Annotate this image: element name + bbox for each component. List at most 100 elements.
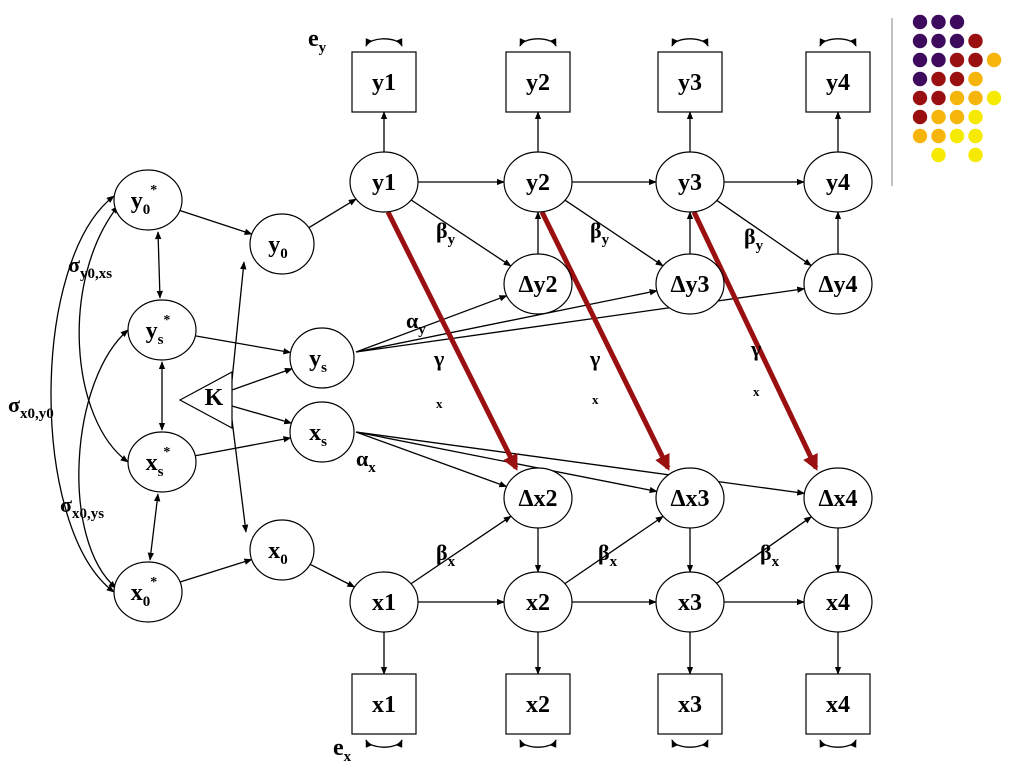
node-label-obs-x2: x2 — [526, 692, 550, 718]
beta-y-label-2: βy — [590, 218, 610, 248]
dot — [968, 33, 983, 49]
svg-text:βx: βx — [598, 540, 618, 570]
dot — [912, 128, 928, 144]
node-label-lat-x2: x2 — [526, 590, 550, 616]
dot — [912, 90, 928, 106]
node-dy3: Δy3 — [655, 253, 725, 315]
node-label-lat-y2: y2 — [526, 170, 550, 196]
arrow-f-x0-star-to-f-x0 — [179, 558, 253, 583]
node-lat-x3: x3 — [655, 571, 725, 633]
node-dy2: Δy2 — [503, 253, 573, 315]
node-label-lat-y1: y1 — [372, 170, 396, 196]
arrow-ys-to-dy2 — [355, 295, 508, 353]
path-arrows — [179, 111, 842, 675]
dot — [949, 33, 965, 49]
node-label-obs-x4: x4 — [826, 692, 850, 718]
node-label-obs-y1: y1 — [372, 70, 396, 96]
sigma-y0-xs-label: σy0,xs — [68, 252, 112, 282]
node-label-f-x0-star: x0* — [131, 575, 158, 610]
cov-x0-ys — [78, 329, 129, 589]
node-dx4: Δx4 — [803, 467, 873, 529]
beta-x-label-1: βx — [436, 540, 456, 570]
node-lat-y3: y3 — [655, 151, 725, 213]
error-loop-x1 — [365, 739, 403, 748]
node-label-obs-x3: x3 — [678, 692, 702, 718]
node-label-obs-y4: y4 — [826, 70, 850, 96]
gamma-arrow-lat-y3-to-dx4 — [691, 210, 819, 471]
svg-text:βy: βy — [590, 218, 610, 248]
node-f-xs: xs — [289, 401, 355, 463]
svg-text:σx0,y0: σx0,y0 — [8, 392, 54, 422]
decorative-dot-pattern — [912, 14, 1002, 163]
arrow-lat-y1-to-dy2 — [410, 199, 512, 267]
node-lat-y4: y4 — [803, 151, 873, 213]
svg-text:γ: γ — [433, 346, 444, 371]
gamma-coupling-arrows — [385, 210, 819, 471]
node-label-f-x0: x0 — [268, 538, 288, 568]
beta-x-label-3: βx — [760, 540, 780, 570]
svg-text:αy: αy — [406, 308, 426, 338]
arrow-f-xs-star-to-f-xs — [195, 436, 292, 457]
node-f-x0-star: x0* — [113, 561, 183, 623]
arrow-f-y0-star-to-f-y0 — [179, 209, 253, 235]
node-label-lat-y4: y4 — [826, 170, 850, 196]
dot — [968, 128, 983, 144]
node-dy4: Δy4 — [803, 253, 873, 315]
node-f-y0: y0 — [249, 213, 315, 275]
arrow-xs-to-dx2 — [355, 431, 508, 488]
error-loop-y4 — [819, 38, 857, 47]
node-label-dy3: Δy3 — [670, 272, 709, 298]
arrow-k-to-x0 — [231, 419, 249, 533]
gamma-label-2: γ x — [589, 346, 600, 407]
dot — [968, 109, 983, 125]
dot — [949, 14, 965, 30]
arrow-f-ys-star-to-f-ys — [195, 335, 292, 355]
sigma-x0-y0-label: σx0,y0 — [8, 392, 54, 422]
svg-text:x: x — [436, 396, 443, 411]
alpha-y-label: αy — [406, 308, 426, 338]
error-loop-y2 — [519, 38, 557, 47]
cov-y0star-ysstar — [155, 231, 163, 299]
node-obs-x4: x4 — [805, 673, 871, 735]
gamma-label-1: γ x — [433, 346, 444, 411]
error-loop-x4 — [819, 739, 857, 748]
arrow-lat-y2-to-dy3 — [564, 199, 664, 267]
node-obs-x2: x2 — [505, 673, 571, 735]
node-label-dy4: Δy4 — [818, 272, 857, 298]
dot — [912, 71, 928, 87]
node-label-f-y0-star: y0* — [131, 183, 158, 218]
svg-text:βx: βx — [436, 540, 456, 570]
error-loop-y1 — [365, 38, 403, 47]
node-label-dx3: Δx3 — [670, 486, 709, 512]
dot — [931, 128, 946, 144]
error-label-ey: ey — [308, 26, 327, 56]
dot — [912, 14, 928, 30]
node-label-dx4: Δx4 — [818, 486, 857, 512]
arrow-lat-y3-to-dy4 — [716, 199, 812, 267]
dot — [986, 52, 1002, 68]
arrow-k-to-xs — [231, 405, 293, 425]
arrow-k-to-y0 — [231, 261, 247, 381]
node-lat-x1: x1 — [349, 571, 419, 633]
arrow-ys-to-dy4 — [355, 286, 806, 353]
node-label-f-ys-star: ys* — [146, 313, 171, 348]
svg-text:ey: ey — [308, 26, 327, 56]
node-obs-x1: x1 — [351, 673, 417, 735]
dot — [912, 33, 928, 49]
svg-text:βx: βx — [760, 540, 780, 570]
error-label-ex: ex — [333, 735, 352, 765]
node-f-ys-star: ys* — [127, 299, 197, 361]
arrow-f-y0-to-lat-y1 — [308, 198, 357, 229]
k-constant-triangle: K — [178, 370, 233, 430]
arrow-xs-to-dx4 — [355, 431, 806, 496]
node-obs-x3: x3 — [657, 673, 723, 735]
arrow-ys-to-dy3 — [355, 289, 658, 353]
node-obs-y1: y1 — [351, 51, 417, 113]
dot — [986, 90, 1002, 106]
dot — [912, 52, 928, 68]
svg-text:γ: γ — [589, 346, 600, 371]
beta-x-label-2: βx — [598, 540, 618, 570]
dot — [949, 128, 965, 144]
gamma-arrow-lat-y1-to-dx2 — [385, 210, 519, 471]
beta-y-label-1: βy — [436, 218, 456, 248]
